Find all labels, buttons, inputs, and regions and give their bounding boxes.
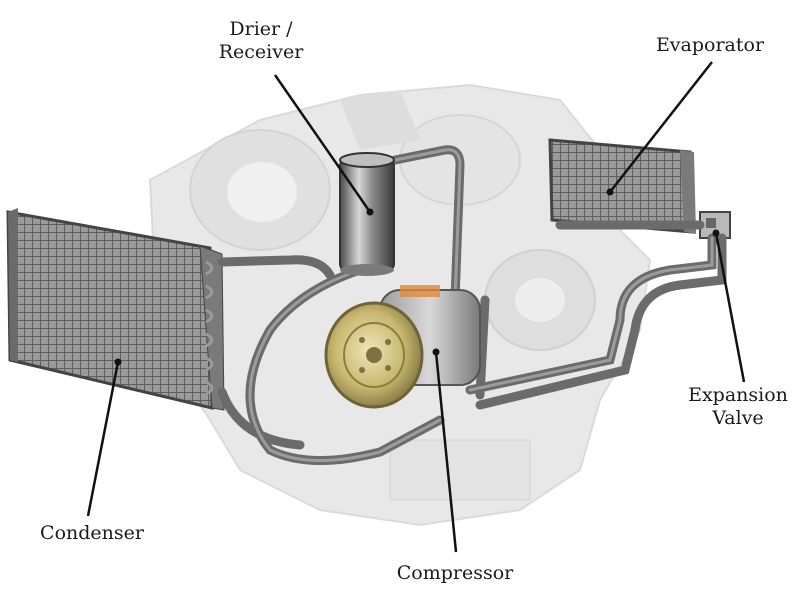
compressor-unit [324,285,481,409]
leader-expansion [714,232,746,383]
leader-lines [86,61,746,553]
leader-drier [273,74,372,213]
label-compressor-text: Compressor [396,562,514,584]
label-drier-line1: Drier / [229,18,293,40]
label-condenser-text: Condenser [40,522,144,544]
label-evaporator: Evaporator [640,34,780,57]
label-expansion-line1: Expansion [688,384,788,406]
label-condenser: Condenser [22,522,162,545]
evaporator-unit [548,138,696,234]
label-expansion-valve: Expansion Valve [676,384,800,430]
leader-condenser [86,361,120,517]
label-drier-line2: Receiver [218,41,304,63]
label-compressor: Compressor [380,562,530,585]
drier-receiver-unit [339,152,395,276]
label-expansion-line2: Valve [712,407,764,429]
leader-compressor [434,351,458,553]
leader-endpoints [114,188,720,366]
label-drier-receiver: Drier / Receiver [196,18,326,64]
leader-evaporator [609,61,713,193]
condenser-unit [6,208,225,411]
label-evaporator-text: Evaporator [655,34,765,56]
